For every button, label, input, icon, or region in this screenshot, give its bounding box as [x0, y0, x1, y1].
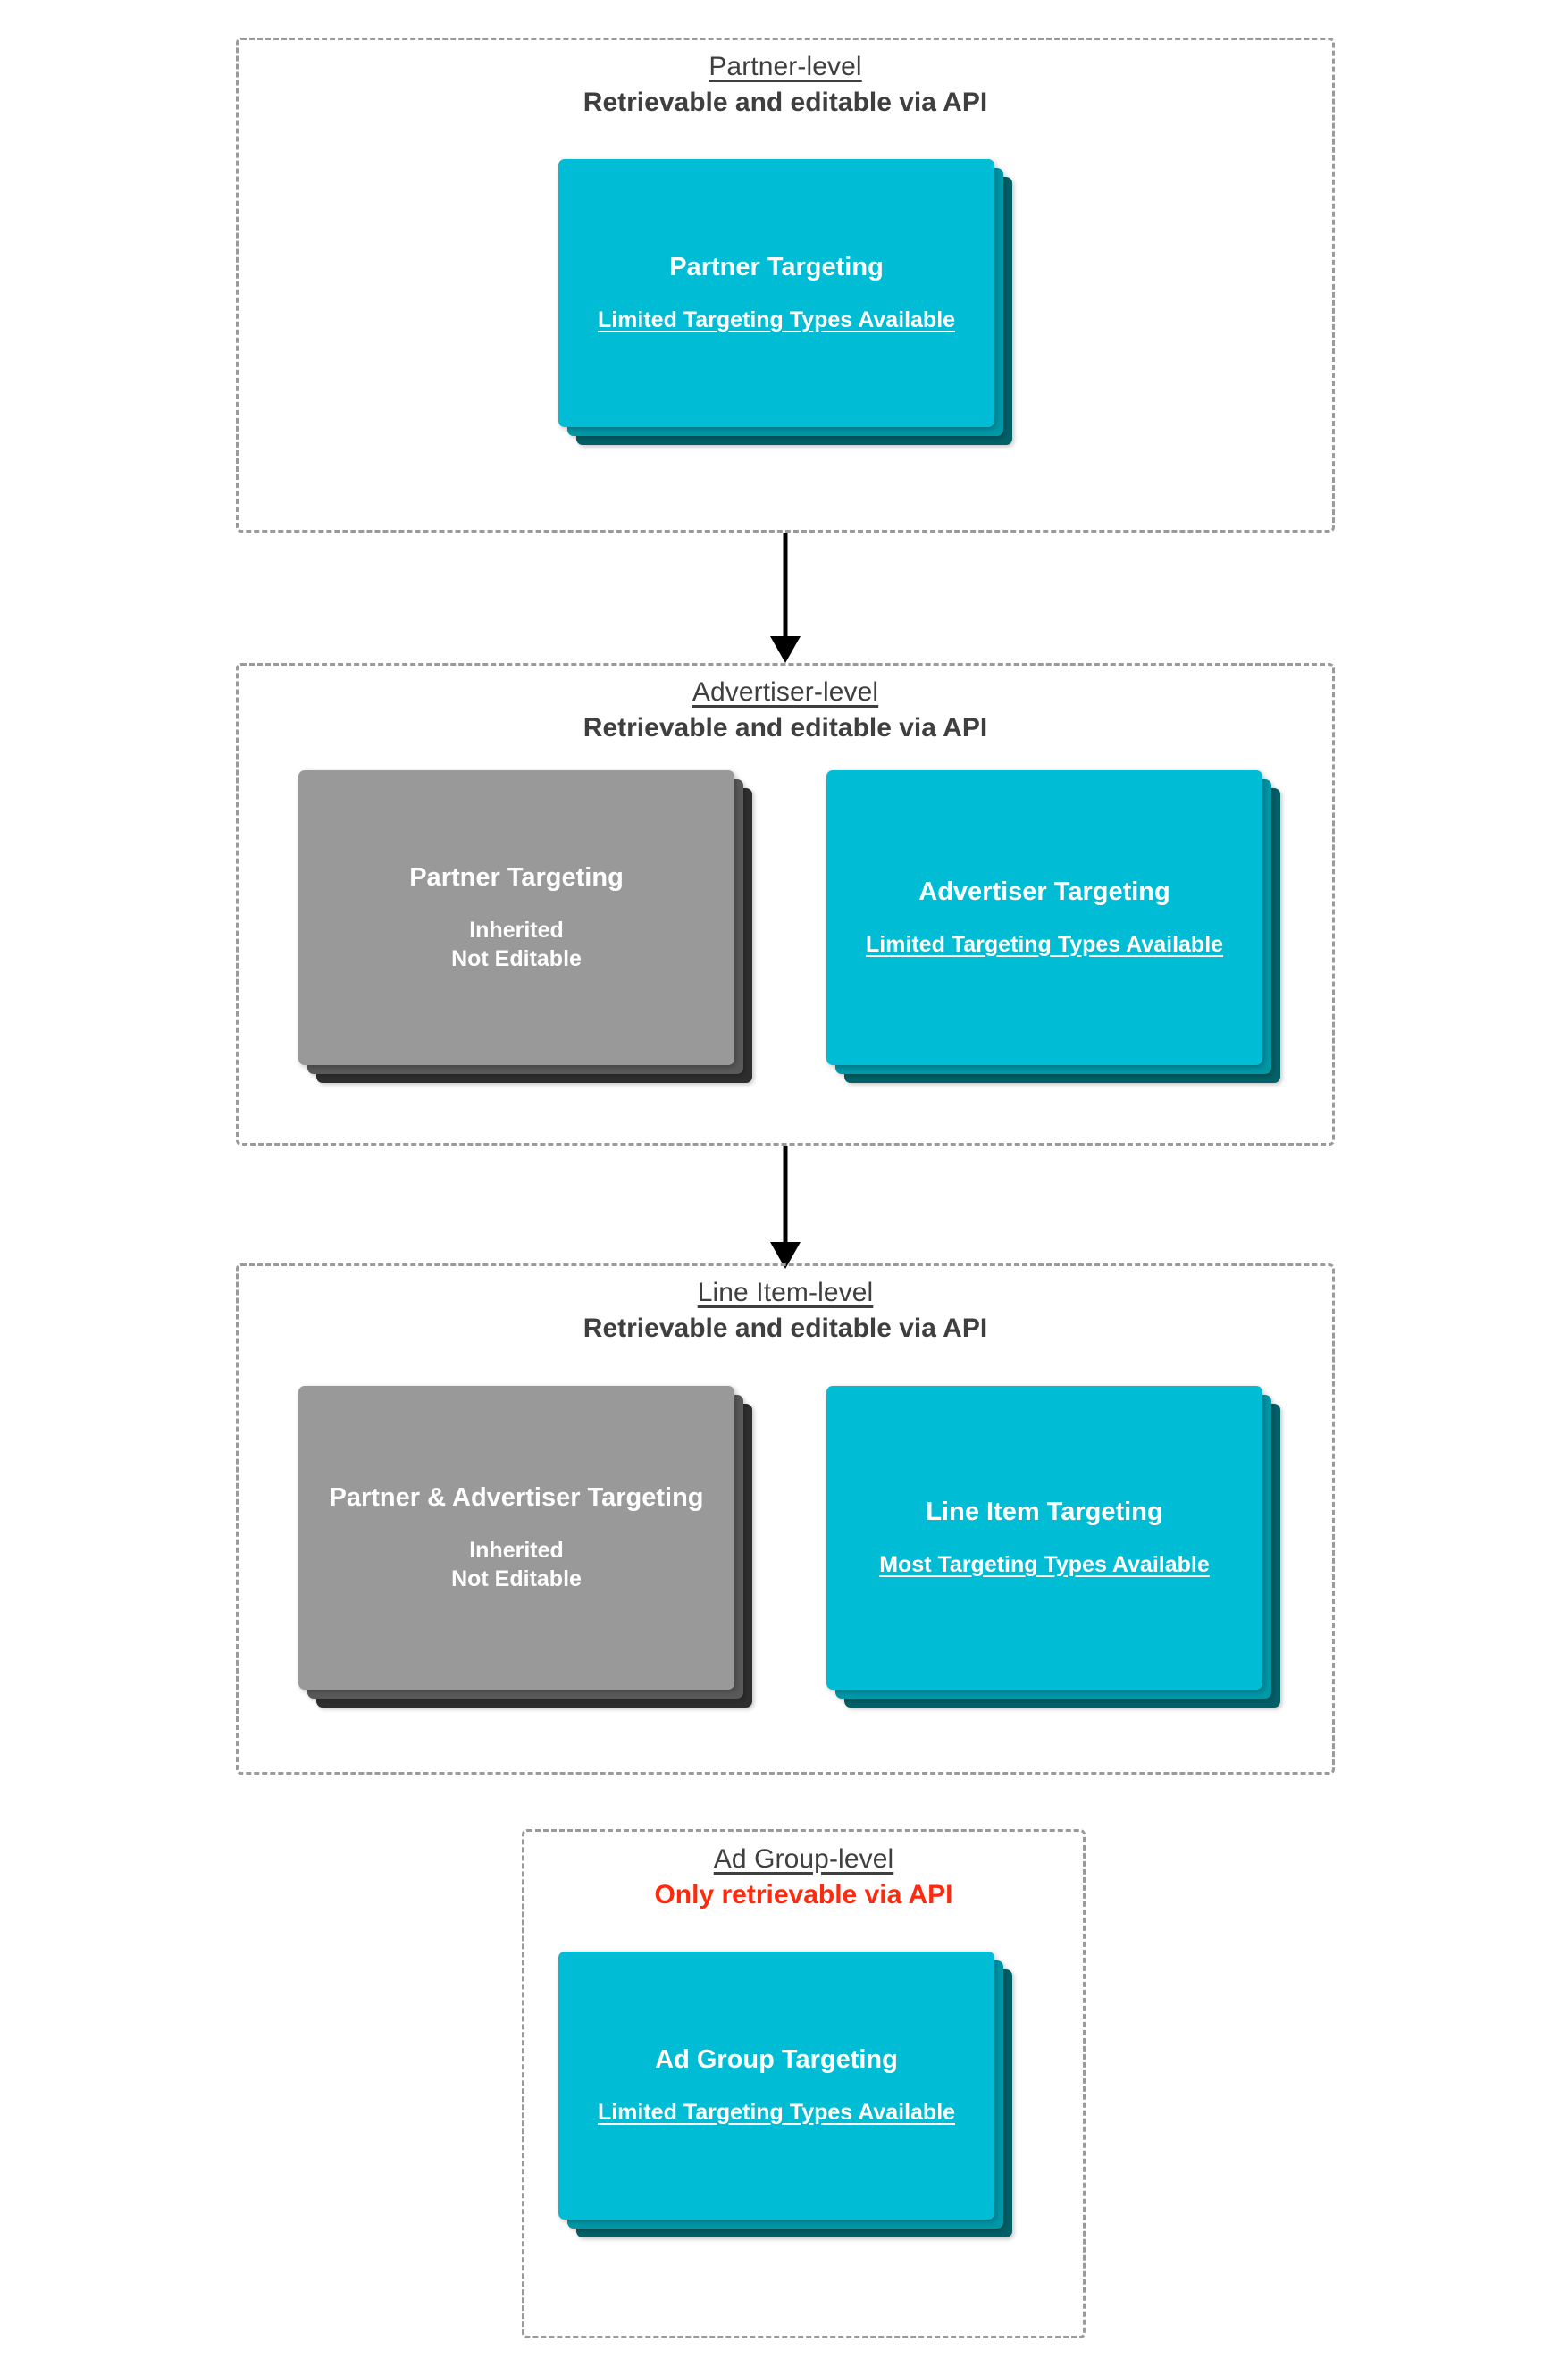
level-box-ad-group: [522, 1829, 1086, 2338]
arrow-shaft: [783, 1146, 788, 1244]
card-note: Limited Targeting Types Available: [597, 2099, 956, 2125]
card-ad-group-targeting[interactable]: Ad Group Targeting Limited Targeting Typ…: [558, 1952, 1012, 2237]
card-note: Inherited Not Editable: [451, 1538, 582, 1591]
card-partner-targeting-inherited[interactable]: Partner Targeting Inherited Not Editable: [298, 770, 752, 1083]
card-stack-layer-front: Line Item Targeting Most Targeting Types…: [826, 1386, 1262, 1690]
card-stack-layer-front: Partner & Advertiser Targeting Inherited…: [298, 1386, 734, 1690]
card-stack-layer-front: Ad Group Targeting Limited Targeting Typ…: [558, 1952, 994, 2220]
card-stack-layer-front: Partner Targeting Limited Targeting Type…: [558, 159, 994, 427]
card-title: Partner Targeting: [669, 252, 884, 281]
card-title: Ad Group Targeting: [655, 2044, 898, 2074]
card-title: Line Item Targeting: [926, 1497, 1163, 1526]
card-stack-layer-front: Advertiser Targeting Limited Targeting T…: [826, 770, 1262, 1065]
level-box-partner: [236, 38, 1335, 533]
level-box-advertiser: [236, 663, 1335, 1146]
card-advertiser-targeting[interactable]: Advertiser Targeting Limited Targeting T…: [826, 770, 1280, 1083]
card-note: Most Targeting Types Available: [879, 1551, 1210, 1577]
card-title: Partner Targeting: [409, 862, 624, 892]
card-title: Advertiser Targeting: [918, 877, 1170, 906]
card-note: Inherited Not Editable: [451, 918, 582, 971]
arrow-head-icon: [770, 636, 801, 663]
card-partner-targeting[interactable]: Partner Targeting Limited Targeting Type…: [558, 159, 1012, 445]
card-stack-layer-front: Partner Targeting Inherited Not Editable: [298, 770, 734, 1065]
card-title: Partner & Advertiser Targeting: [329, 1482, 704, 1512]
level-box-line-item: [236, 1263, 1335, 1775]
arrow-shaft: [783, 533, 788, 638]
card-partner-advertiser-targeting-inherited[interactable]: Partner & Advertiser Targeting Inherited…: [298, 1386, 752, 1708]
card-note: Limited Targeting Types Available: [597, 306, 956, 332]
card-note: Limited Targeting Types Available: [865, 931, 1224, 957]
card-line-item-targeting[interactable]: Line Item Targeting Most Targeting Types…: [826, 1386, 1280, 1708]
